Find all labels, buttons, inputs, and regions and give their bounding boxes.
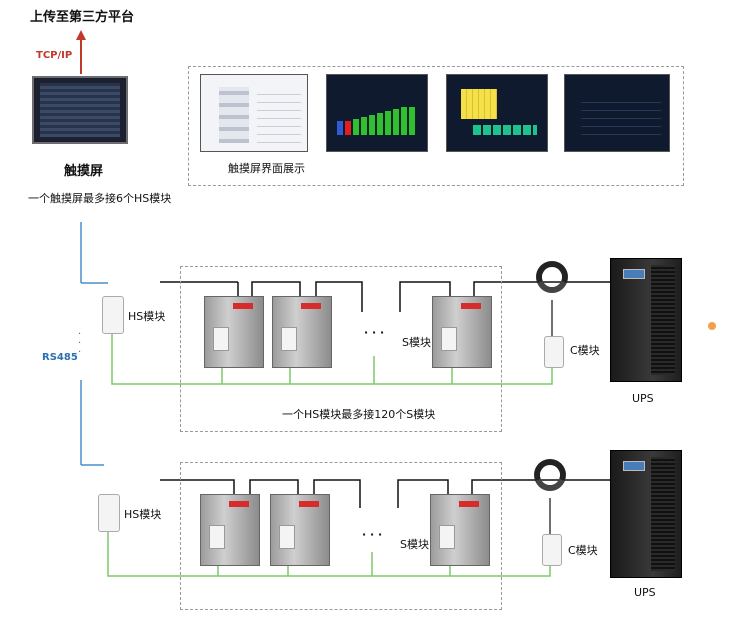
ups-1-label: UPS <box>632 392 654 405</box>
c-module-2-label: C模块 <box>568 544 598 557</box>
hs-module-1 <box>102 296 124 334</box>
ups-2-label: UPS <box>634 586 656 599</box>
s-module-group-2-box <box>180 462 502 610</box>
green-bus-2 <box>107 532 551 577</box>
battery-ellipsis-1: · · · <box>364 326 385 339</box>
hs-module-1-label: HS模块 <box>128 310 166 323</box>
battery-2-1 <box>200 494 260 566</box>
ups-unit-2 <box>610 450 682 578</box>
battery-ellipsis-2: · · · <box>362 528 383 541</box>
s-module-group-1-box <box>180 266 502 432</box>
clamp-sensor-1 <box>536 261 568 293</box>
screen-thumb-2 <box>326 74 428 152</box>
orange-dot <box>708 322 716 330</box>
rs485-label: RS485 <box>42 352 78 363</box>
group-1-note: 一个HS模块最多接120个S模块 <box>282 408 436 421</box>
hs-module-2-label: HS模块 <box>124 508 162 521</box>
screen-thumb-3 <box>446 74 548 152</box>
touchscreen-device <box>32 76 128 144</box>
s-module-2-label: S模块 <box>400 538 429 551</box>
ups-unit-1 <box>610 258 682 382</box>
battery-1-3 <box>432 296 492 368</box>
hs-module-2 <box>98 494 120 532</box>
upload-label: 上传至第三方平台 <box>30 10 135 25</box>
screen-thumb-1 <box>200 74 308 152</box>
battery-2-3 <box>430 494 490 566</box>
c-module-1-label: C模块 <box>570 344 600 357</box>
s-module-1-label: S模块 <box>402 336 431 349</box>
battery-1-2 <box>272 296 332 368</box>
protocol-label: TCP/IP <box>36 50 73 61</box>
c-module-2 <box>542 534 562 566</box>
battery-1-1 <box>204 296 264 368</box>
c-module-1 <box>544 336 564 368</box>
screen-thumb-4 <box>564 74 670 152</box>
display-showcase-box <box>188 66 684 186</box>
bus-ellipsis: ··· <box>78 329 82 358</box>
display-caption: 触摸屏界面展示 <box>228 162 305 175</box>
touchscreen-title: 触摸屏 <box>64 164 104 179</box>
battery-2-2 <box>270 494 330 566</box>
clamp-sensor-2 <box>534 459 566 491</box>
upload-arrow-head <box>76 30 86 40</box>
touchscreen-caption: 一个触摸屏最多接6个HS模块 <box>28 192 172 205</box>
green-bus-1 <box>111 333 553 385</box>
